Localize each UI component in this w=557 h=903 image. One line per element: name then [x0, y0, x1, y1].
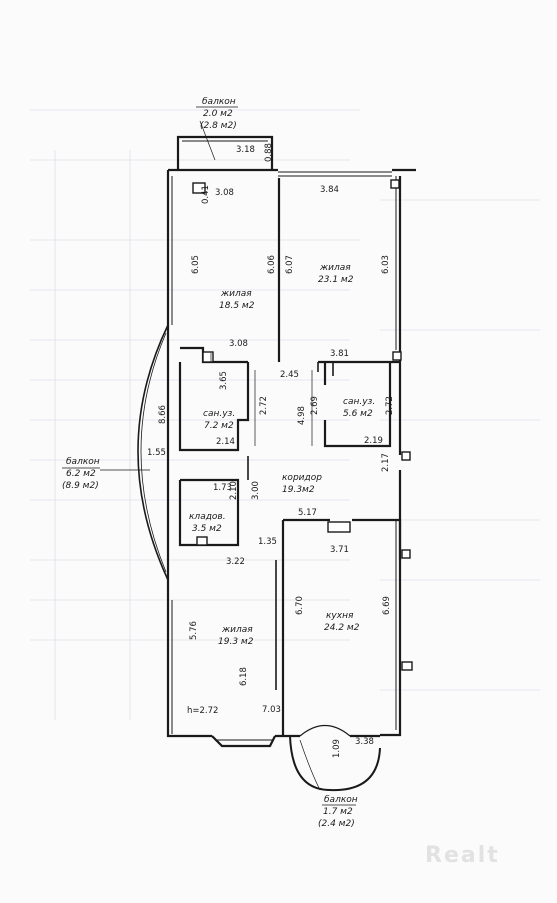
dim-606: 6.06 [267, 255, 277, 274]
dim-318: 3.18 [236, 145, 255, 155]
room-bath1-area: 7.2 м2 [204, 421, 234, 431]
dim-272a: 2.72 [259, 396, 269, 415]
dim-308a: 3.08 [215, 188, 234, 198]
dim-245: 2.45 [280, 370, 299, 380]
kitchen-top-wall-right [352, 518, 402, 560]
room-storage-area: 3.5 м2 [192, 524, 222, 534]
dim-866: 8.66 [158, 405, 168, 424]
dim-618: 6.18 [239, 667, 249, 686]
dim-308b: 3.08 [229, 339, 248, 349]
dim-173: 1.73 [213, 483, 232, 493]
dim-109: 1.09 [332, 739, 342, 758]
dim-217: 2.17 [381, 453, 391, 472]
room-living3-name: жилая [221, 625, 253, 635]
dimensions: 3.18 0.88 0.41 3.08 3.84 6.05 6.06 6.07 … [147, 143, 395, 758]
left-balcony-arc [137, 324, 169, 581]
dim-135: 1.35 [258, 537, 277, 547]
dim-576: 5.76 [189, 621, 199, 640]
dim-605: 6.05 [191, 255, 201, 274]
dim-269: 2.69 [310, 396, 320, 415]
room-living1-area: 18.5 м2 [219, 301, 255, 311]
room-bath1-name: сан.уз. [203, 409, 235, 419]
dim-h272: h=2.72 [187, 706, 218, 716]
dim-088: 0.88 [264, 143, 274, 162]
dim-517: 5.17 [298, 508, 317, 518]
left-balcony-name: балкон [66, 457, 100, 467]
room-bath2-name: сан.уз. [343, 397, 375, 407]
partition-stubs [247, 362, 334, 690]
left-balcony-area: 6.2 м2 [66, 469, 96, 479]
bottom-balcony-leader [299, 739, 321, 791]
dim-338: 3.38 [355, 737, 374, 747]
dim-669: 6.69 [382, 596, 392, 615]
storage-walls [178, 478, 240, 547]
dim-371: 3.71 [330, 545, 349, 555]
room-kitchen-name: кухня [326, 611, 354, 621]
dim-381: 3.81 [330, 349, 349, 359]
dim-155: 1.55 [147, 448, 166, 458]
bottom-balcony-door [299, 724, 351, 737]
dim-365: 3.65 [219, 371, 229, 390]
left-exterior-wall-bottom [166, 580, 212, 738]
dim-300: 3.00 [251, 481, 261, 500]
room-corridor-name: коридор [282, 473, 322, 483]
bottom-balcony-area-full: (2.4 м2) [318, 819, 355, 829]
walls [166, 135, 416, 748]
bath2-walls-lower [323, 362, 392, 448]
top-balcony-name: балкон [202, 97, 236, 107]
dim-219: 2.19 [364, 436, 383, 446]
columns [192, 179, 413, 671]
top-balcony-outline [176, 135, 274, 170]
dim-272b: 2.72 [385, 396, 395, 415]
dim-603: 6.03 [381, 255, 391, 274]
dim-607: 6.07 [285, 255, 295, 274]
dim-670: 6.70 [295, 596, 305, 615]
bath1-walls [178, 362, 250, 452]
room-living1-name: жилая [220, 289, 252, 299]
dim-322: 3.22 [226, 557, 245, 567]
bottom-balcony-area: 1.7 м2 [323, 807, 353, 817]
dim-214: 2.14 [216, 437, 235, 447]
dim-498: 4.98 [297, 406, 307, 425]
room-living2-name: жилая [319, 263, 351, 273]
wall-below-living1 [180, 346, 248, 364]
watermark-logo: Realt [425, 843, 500, 868]
room-bath2-area: 5.6 м2 [343, 409, 373, 419]
dim-384: 3.84 [320, 185, 339, 195]
dimension-lines [210, 353, 313, 528]
bottom-balcony-arc [289, 735, 381, 792]
room-storage-name: кладов. [189, 512, 226, 522]
right-exterior-wall-lower [380, 470, 402, 737]
background-document-lines [30, 109, 540, 720]
bottom-bay-left [211, 735, 276, 748]
top-balcony-area-full: (2.8 м2) [200, 121, 237, 131]
dim-041: 0.41 [201, 185, 211, 204]
room-kitchen-area: 24.2 м2 [324, 623, 360, 633]
dim-210: 2.10 [229, 481, 239, 500]
bottom-balcony-name: балкон [324, 795, 358, 805]
top-balcony-area: 2.0 м2 [203, 109, 233, 119]
room-living3-area: 19.3 м2 [218, 637, 254, 647]
dim-703: 7.03 [262, 705, 281, 715]
left-balcony-arc-inner [140, 332, 167, 573]
left-balcony-area-full: (8.9 м2) [62, 481, 99, 491]
top-balcony-leader [199, 120, 216, 161]
room-corridor-area: 19.3м2 [282, 485, 315, 495]
room-living2-area: 23.1 м2 [318, 275, 354, 285]
